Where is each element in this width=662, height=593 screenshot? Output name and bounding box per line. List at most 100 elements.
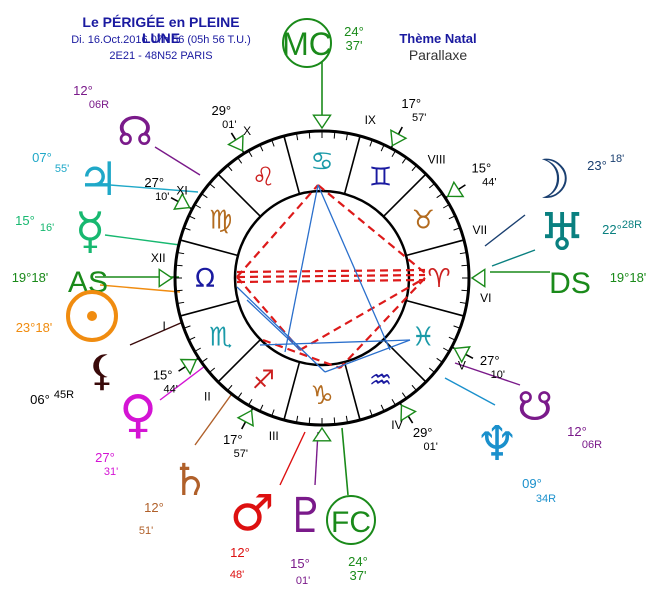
- aspect-lines: [236, 184, 426, 373]
- ring-tick: [333, 417, 336, 425]
- south-node-degree: 12°: [567, 424, 587, 439]
- lilith-glyph: ⚸: [87, 346, 118, 395]
- moon-minute: 18': [610, 153, 624, 165]
- saturn-degree: 12°: [144, 500, 164, 515]
- cusp-arrow: [173, 192, 191, 210]
- ring-tick: [177, 251, 185, 255]
- moon-glyph: ☽: [523, 148, 571, 211]
- cusp-degree: 17°: [401, 96, 421, 111]
- sign-divider: [283, 135, 301, 195]
- house-numeral: V: [458, 358, 466, 372]
- cusp-arrow: [453, 346, 471, 364]
- neptune-planet: ♆ 09° 34R: [475, 416, 556, 505]
- house-numeral: VII: [472, 223, 487, 237]
- cusp-arrow: [390, 129, 408, 147]
- house-numeral: VIII: [428, 152, 446, 166]
- cusp-arrow: [400, 404, 417, 422]
- ring-tick: [436, 357, 443, 363]
- cusp-arrow: [179, 358, 198, 376]
- ring-tick: [453, 227, 461, 231]
- sign-divider: [217, 173, 262, 218]
- cusp-degree-label: 17°57': [401, 96, 426, 124]
- ring-tick: [188, 215, 196, 220]
- south-node-glyph: ☋: [517, 384, 553, 430]
- cusp-arrow: [236, 409, 254, 427]
- cusp-arrow: [446, 180, 465, 198]
- axis-ds: DS 19°18': [549, 267, 646, 300]
- planet-pointer-lines: [99, 146, 536, 486]
- north-node-planet: ☊ 12° 06R: [73, 83, 153, 155]
- ring-tick: [391, 398, 396, 406]
- jupiter-planet: ♃ 07° 55': [32, 150, 118, 206]
- ring-tick: [194, 347, 202, 352]
- ring-tick: [401, 157, 407, 164]
- ring-tick: [442, 204, 450, 209]
- ring-tick: [295, 133, 299, 141]
- cusp-arrow: [158, 268, 174, 288]
- moon-planet: ☽ 23° 18': [523, 148, 624, 211]
- cusp-minute: 57': [234, 448, 248, 460]
- sign-divider: [179, 299, 239, 317]
- north-node-minute: 06R: [89, 99, 109, 111]
- ring-tick: [201, 193, 208, 199]
- cusp-minute: 01': [222, 119, 236, 131]
- sign-divider: [405, 299, 465, 317]
- ring-tick: [442, 347, 450, 352]
- cusp-minute: 01': [424, 441, 438, 453]
- mars-minute: 48': [230, 569, 244, 581]
- ring-tick: [183, 325, 191, 329]
- ring-tick: [209, 183, 216, 189]
- sign-divider: [343, 135, 361, 195]
- uranus-degree: 22°: [602, 222, 622, 237]
- ring-tick: [411, 165, 417, 172]
- ring-tick: [461, 264, 469, 267]
- sign-glyph: Ω: [195, 264, 215, 294]
- venus-degree: 27°: [95, 450, 115, 465]
- moon-degree: 23°: [587, 158, 607, 173]
- ring-tick: [271, 139, 275, 147]
- mc-label: MC: [282, 26, 332, 62]
- neptune-glyph: ♆: [475, 416, 518, 472]
- venus-glyph: ♀: [119, 385, 157, 445]
- sign-glyph: ♌: [252, 163, 275, 193]
- south-node-minute: 06R: [582, 439, 602, 451]
- cusp-degree-label: 29°01': [211, 103, 236, 131]
- cusp-degree: 27°: [480, 353, 500, 368]
- sign-divider: [217, 338, 262, 383]
- cusp-arrow: [312, 426, 332, 442]
- ring-tick: [401, 392, 407, 399]
- sign-divider: [382, 173, 427, 218]
- chart-type-title: Thème Natal: [399, 31, 477, 46]
- north-node-glyph: ☊: [117, 109, 153, 155]
- ring-tick: [259, 404, 264, 412]
- ring-tick: [237, 157, 243, 164]
- mars-glyph: ♂: [230, 484, 275, 542]
- fc-label: FC: [331, 506, 371, 539]
- saturn-minute: 51': [139, 525, 153, 537]
- house-numeral: VI: [480, 291, 491, 305]
- sign-divider: [343, 361, 361, 421]
- mercury-minute: 16': [40, 222, 54, 234]
- sun-degree: 23°18': [16, 320, 53, 335]
- cusp-degree: 29°: [211, 103, 231, 118]
- cusp-degree: 15°: [472, 161, 492, 176]
- axis-mc: MC 24° 37': [282, 18, 364, 68]
- cusp-minute: 57': [412, 112, 426, 124]
- cusp-arrow: [312, 114, 332, 130]
- ring-tick: [183, 227, 191, 231]
- north-node-degree: 12°: [73, 83, 93, 98]
- mars-degree: 12°: [230, 545, 250, 560]
- cusp-degree-label: 27°10': [144, 175, 169, 203]
- mc-degree: 24°: [344, 24, 364, 39]
- uranus-minute: 28R: [622, 219, 642, 231]
- cusp-degree: 15°: [153, 367, 173, 382]
- house-numeral: II: [204, 390, 211, 404]
- cusp-minute: 44': [482, 177, 496, 189]
- ring-tick: [453, 325, 461, 329]
- saturn-glyph: ♄: [170, 455, 209, 506]
- sign-glyph: ♋: [310, 147, 333, 177]
- ds-value: 19°18': [610, 270, 647, 285]
- cusp-degree-label: 17°57': [223, 432, 248, 460]
- ring-tick: [380, 144, 385, 152]
